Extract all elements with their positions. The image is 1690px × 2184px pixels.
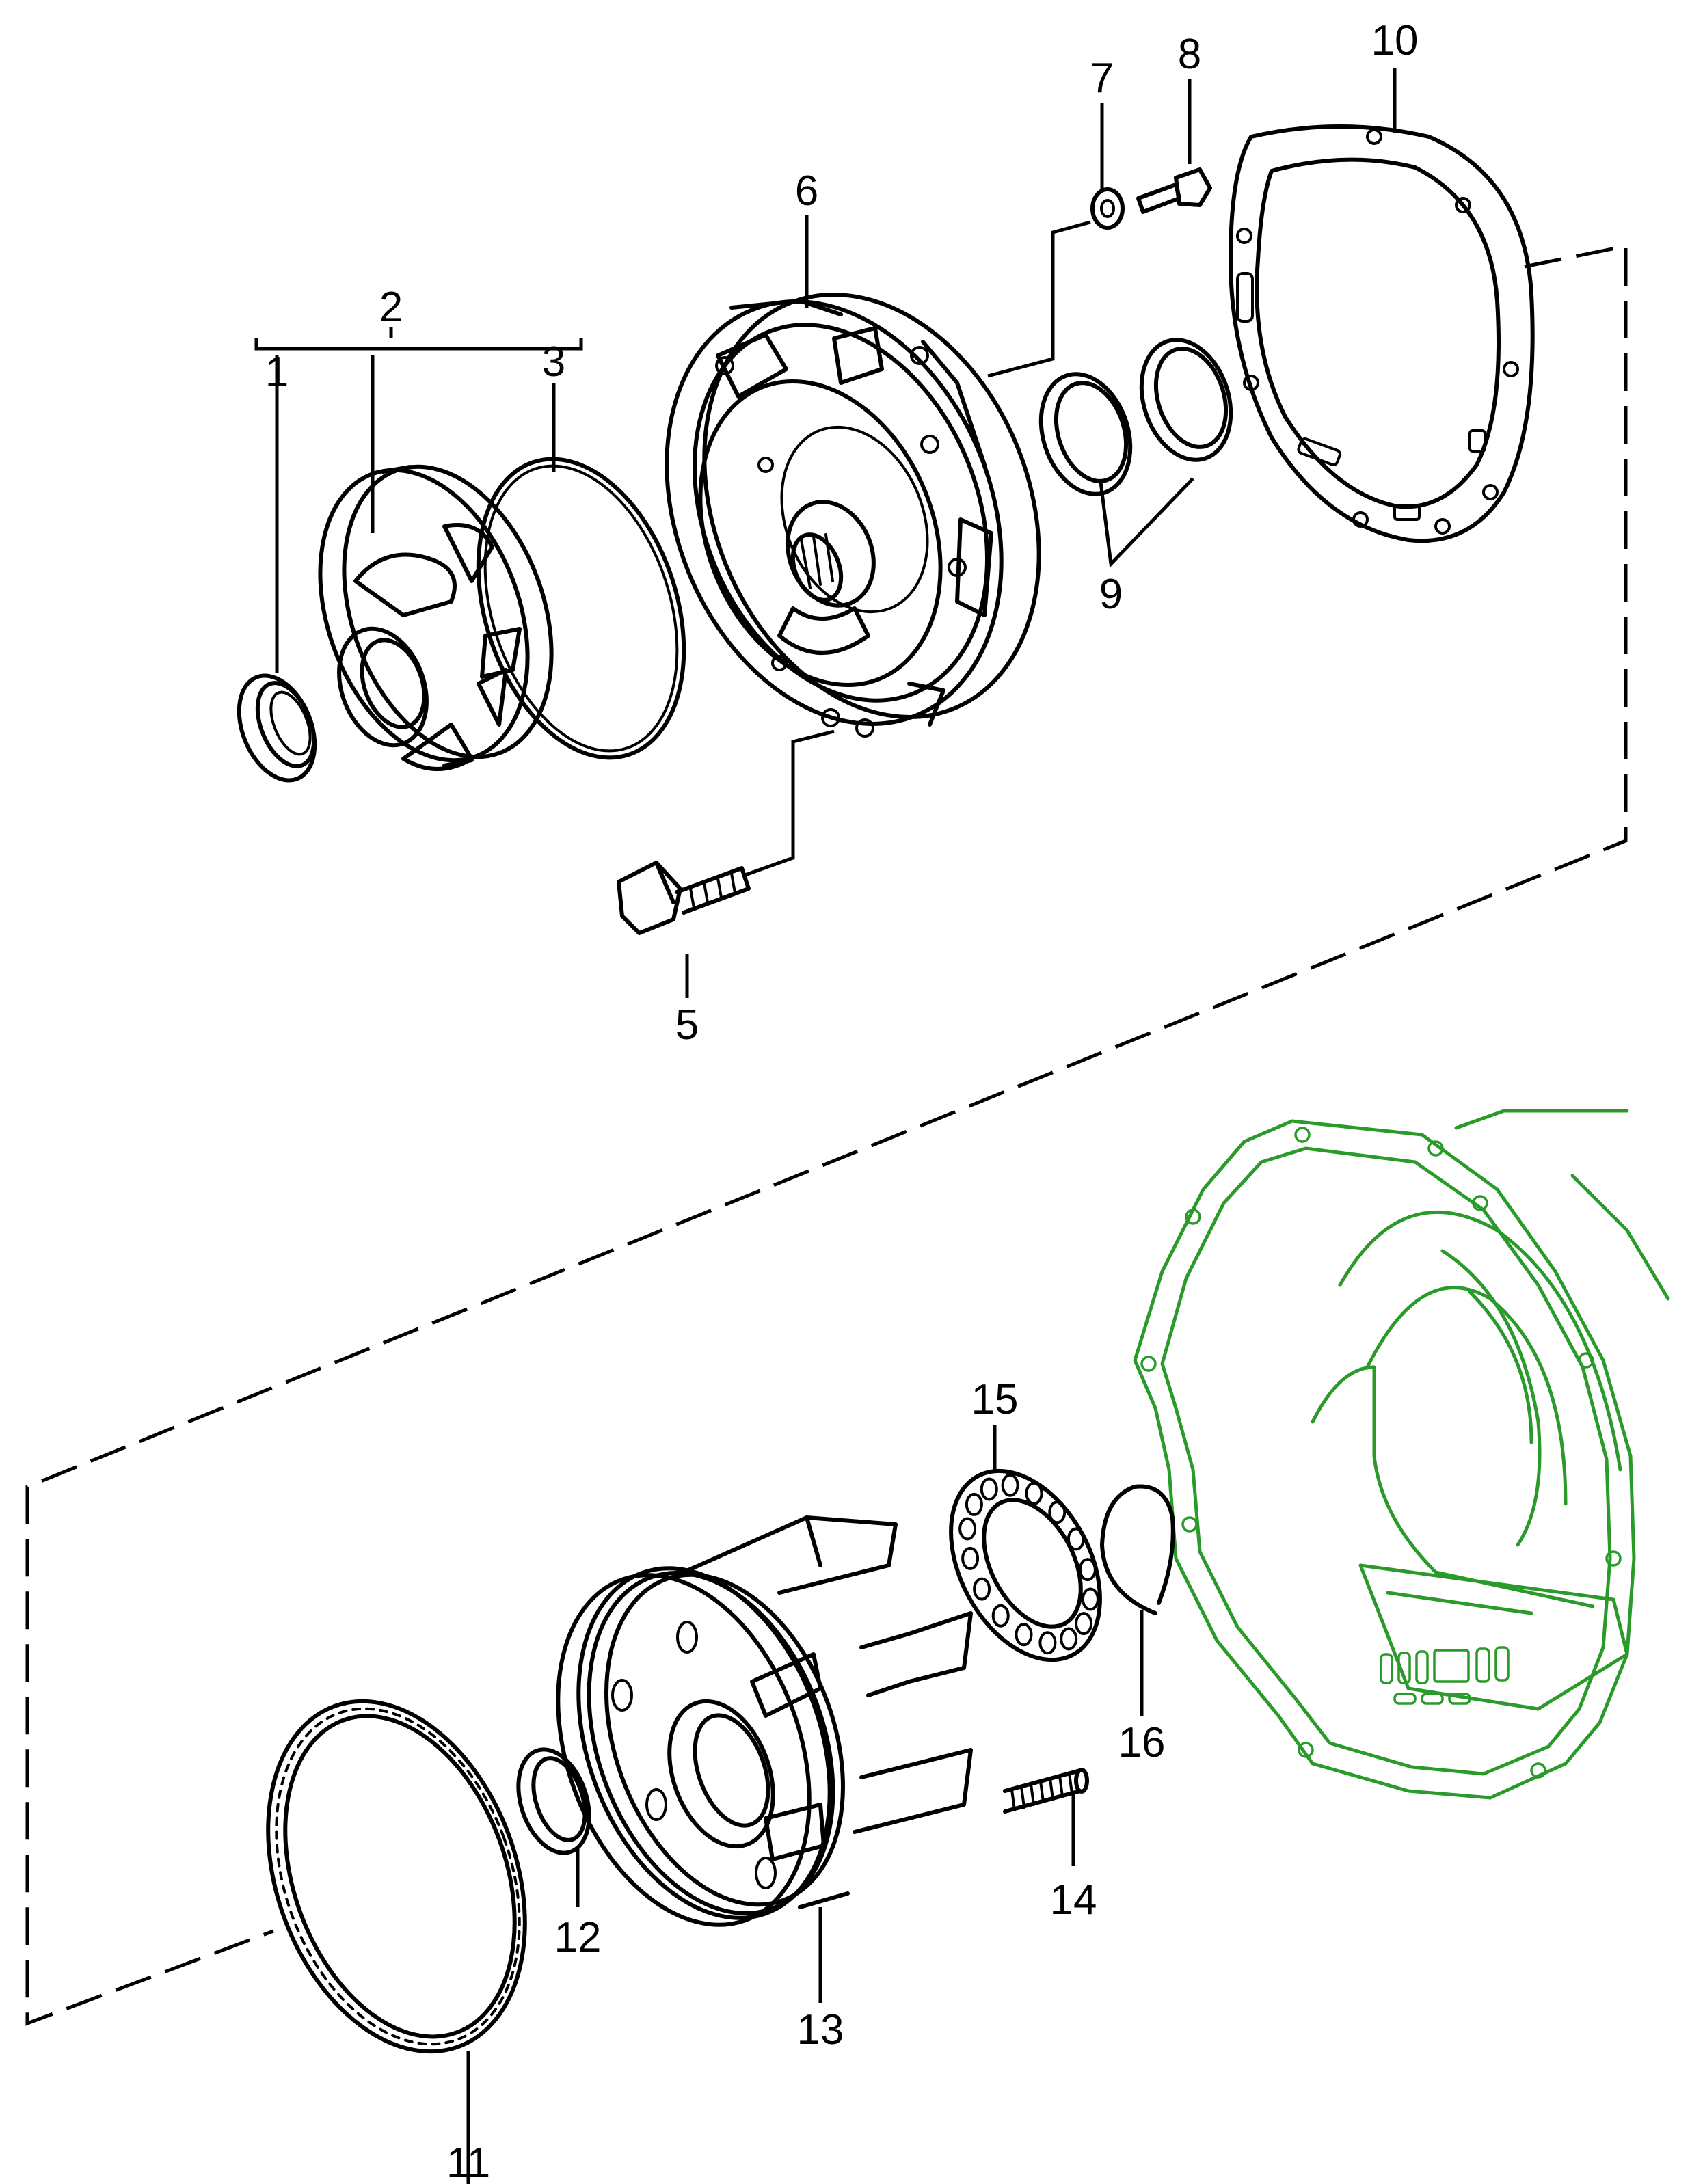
housing-slots xyxy=(1380,1646,1510,1705)
callout-labels: 1 2 3 5 6 7 8 9 10 11 12 13 14 15 16 xyxy=(265,17,1419,2184)
part-15-bearing-ring xyxy=(949,1468,1102,1662)
transmission-housing xyxy=(1133,1109,1670,1800)
bearing-roller xyxy=(1075,1612,1093,1636)
part-10-gasket xyxy=(1229,124,1535,543)
bearing-roller xyxy=(1015,1623,1033,1647)
bearing-rollers xyxy=(958,1473,1099,1655)
housing-bolt-holes xyxy=(1140,1127,1622,1779)
callout-8: 8 xyxy=(1178,31,1201,78)
callout-11: 11 xyxy=(446,2140,490,2184)
callout-10: 10 xyxy=(1371,17,1419,64)
part-1-seal xyxy=(237,673,317,783)
bearing-roller xyxy=(991,1604,1010,1628)
bearing-roller xyxy=(1078,1558,1097,1582)
part-8-small-bolt xyxy=(1136,167,1212,214)
part-16-snap-ring xyxy=(1100,1484,1175,1615)
part-2-pump-cover xyxy=(318,464,554,771)
callout-6: 6 xyxy=(795,167,818,215)
bearing-roller xyxy=(1060,1627,1078,1651)
bearing-roller xyxy=(1001,1473,1019,1497)
callout-7: 7 xyxy=(1090,55,1114,102)
callout-2: 2 xyxy=(379,284,403,331)
callout-12: 12 xyxy=(554,1914,602,1961)
callout-1: 1 xyxy=(265,349,289,396)
bearing-roller xyxy=(1067,1527,1085,1551)
bearing-roller xyxy=(965,1492,983,1516)
bearing-roller xyxy=(980,1477,998,1501)
bearing-roller xyxy=(958,1517,977,1541)
leader-lines xyxy=(254,68,1397,2184)
bearing-roller xyxy=(1081,1587,1099,1611)
part-11-large-ring xyxy=(266,1699,527,2054)
callout-13: 13 xyxy=(797,2006,844,2053)
bearing-roller xyxy=(973,1577,991,1601)
part-9-seal-rings xyxy=(1038,338,1233,496)
part-3-o-ring xyxy=(476,457,686,760)
bearing-roller xyxy=(1025,1481,1043,1505)
callout-9: 9 xyxy=(1099,571,1123,618)
callout-15: 15 xyxy=(971,1376,1019,1423)
bearing-roller xyxy=(961,1546,980,1570)
part-5-bolt xyxy=(617,861,751,935)
callout-16: 16 xyxy=(1118,1719,1166,1766)
bearing-roller xyxy=(1048,1500,1067,1524)
callout-5: 5 xyxy=(675,1001,699,1049)
bearing-roller xyxy=(1038,1631,1057,1655)
part-6-pump-body xyxy=(665,293,1041,738)
part-7-washer xyxy=(1090,187,1125,230)
callout-3: 3 xyxy=(542,338,565,386)
part-12-small-seal xyxy=(516,1747,591,1855)
callout-14: 14 xyxy=(1050,1876,1097,1924)
part-14-spring xyxy=(1003,1768,1089,1814)
assembly-dashed-outline xyxy=(25,243,1628,2026)
part-13-clutch-support xyxy=(556,1515,973,1927)
